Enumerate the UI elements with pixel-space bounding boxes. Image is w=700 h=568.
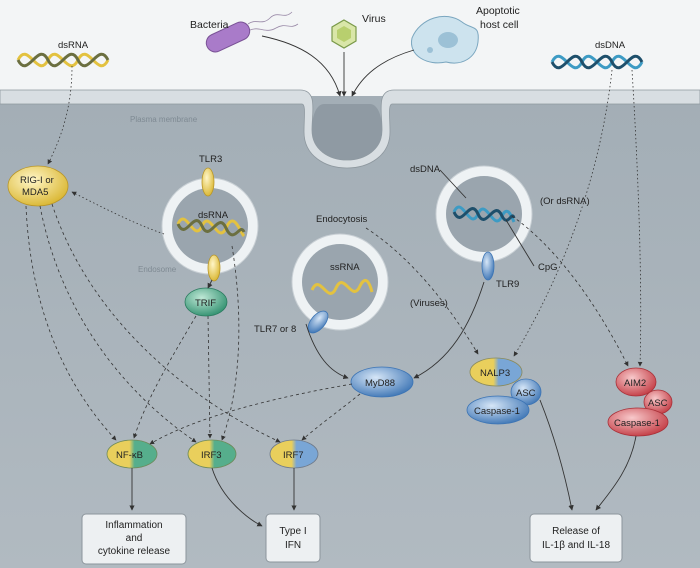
endosome-tlr3 — [161, 167, 259, 282]
dsrna-to-rig-arrow — [47, 65, 73, 165]
plasma-membrane-label: Plasma membrane — [130, 115, 198, 124]
myd88-to-irf7-arrow — [301, 393, 361, 441]
bacteria-arrow — [261, 35, 342, 97]
tlr78-label: TLR7 or 8 — [254, 324, 296, 335]
tlr9-label: TLR9 — [496, 279, 519, 290]
rig-i-label-1: RIG-I or — [20, 175, 54, 186]
caspase1-label-2: Caspase-1 — [614, 418, 660, 429]
dsdna-label: dsDNA — [595, 40, 626, 51]
trif-to-irf3-arrow — [207, 315, 213, 439]
cytoplasm — [0, 96, 700, 568]
type1-label-2: IFN — [285, 540, 301, 551]
rig-to-irf7-arrow — [51, 203, 281, 443]
trif-label: TRIF — [195, 298, 216, 309]
aim2-to-release-arrow — [595, 435, 637, 511]
rig-i-node — [7, 165, 69, 207]
myd88-label: MyD88 — [365, 378, 395, 389]
nalp3-node — [469, 357, 523, 387]
dsdna-to-aim2-arrow — [631, 69, 643, 367]
myd88-to-nfkb-arrow — [149, 383, 353, 445]
tlr3-label: TLR3 — [199, 154, 222, 165]
endo-dsdna-label: dsDNA — [410, 164, 441, 175]
release-box — [529, 513, 623, 563]
virus-label: Virus — [362, 13, 386, 25]
ssrna-label: ssRNA — [330, 262, 360, 273]
endocytic-pit — [312, 104, 382, 160]
dsrna-label: dsRNA — [58, 40, 89, 51]
rig-to-irf3-arrow — [39, 205, 197, 443]
tlr78-to-myd88-arrow — [305, 323, 349, 380]
endocytosis-label: Endocytosis — [316, 214, 367, 225]
rig-to-nfkb-arrow — [25, 205, 117, 441]
dsdna-to-nalp3-arrow — [513, 69, 613, 357]
apoptotic-label-2: host cell — [480, 19, 519, 31]
release-label-2: IL-1β and IL-18 — [542, 540, 610, 551]
tlr3-to-trif-arrow — [207, 279, 213, 289]
endo-dsdna-to-aim2-arrow — [511, 215, 629, 367]
bacteria-label: Bacteria — [190, 19, 229, 31]
endo-dsdna-pointer — [439, 169, 467, 199]
endosome-ssrna — [291, 233, 389, 334]
nfkb-label: NF-κB — [116, 450, 143, 461]
inflammation-label-2: and — [126, 533, 143, 544]
virus-icon — [331, 19, 357, 49]
endosome-label: Endosome — [138, 265, 177, 274]
release-label-1: Release of — [552, 526, 600, 537]
type1-label-1: Type I — [279, 526, 306, 537]
irf7-label: IRF7 — [283, 450, 304, 461]
or-dsrna-label: (Or dsRNA) — [540, 196, 590, 207]
inflammation-label-1: Inflammation — [105, 520, 162, 531]
apoptotic-cell-icon — [411, 15, 479, 64]
myd88-node — [350, 366, 414, 398]
aim2-label: AIM2 — [624, 378, 646, 389]
cpg-label: CpG — [538, 262, 558, 273]
irf3-label: IRF3 — [201, 450, 222, 461]
tlr3-to-irf3-arrow — [221, 245, 240, 441]
dsrna-helix-icon — [16, 52, 110, 68]
cpg-pointer — [505, 219, 535, 267]
caspase1-node-2 — [607, 407, 669, 437]
inflammation-label-3: cytokine release — [98, 546, 171, 557]
nalp3-inflammasome — [466, 357, 542, 425]
bacteria-icon — [205, 11, 299, 53]
trif-to-nfkb-arrow — [132, 315, 197, 439]
irf3-to-ifn-arrow — [211, 467, 263, 527]
type1-ifn-box — [265, 513, 321, 563]
dsdna-helix-icon — [550, 54, 644, 70]
endocytosis-to-nalp3-arrow — [365, 227, 479, 355]
nalp3-to-release-arrow — [539, 399, 574, 511]
tlr9-to-myd88-arrow — [413, 281, 485, 379]
apoptotic-label-1: Apoptotic — [476, 5, 520, 17]
asc-label-2: ASC — [648, 398, 668, 409]
endosome-to-rig-arrow — [71, 191, 165, 235]
endosome-tlr9 — [435, 165, 533, 281]
viruses-label: (Viruses) — [410, 298, 448, 309]
endosome-dsrna-label: dsRNA — [198, 210, 229, 221]
aim2-inflammasome — [607, 367, 673, 437]
aim2-node — [615, 367, 657, 397]
nalp3-label: NALP3 — [480, 368, 510, 379]
apoptotic-arrow — [351, 49, 415, 97]
trif-node — [184, 287, 228, 317]
caspase1-label-1: Caspase-1 — [474, 406, 520, 417]
caspase1-node-1 — [466, 395, 530, 425]
asc-label-1: ASC — [516, 388, 536, 399]
inflammation-box — [81, 513, 187, 565]
rig-i-label-2: MDA5 — [22, 187, 48, 198]
